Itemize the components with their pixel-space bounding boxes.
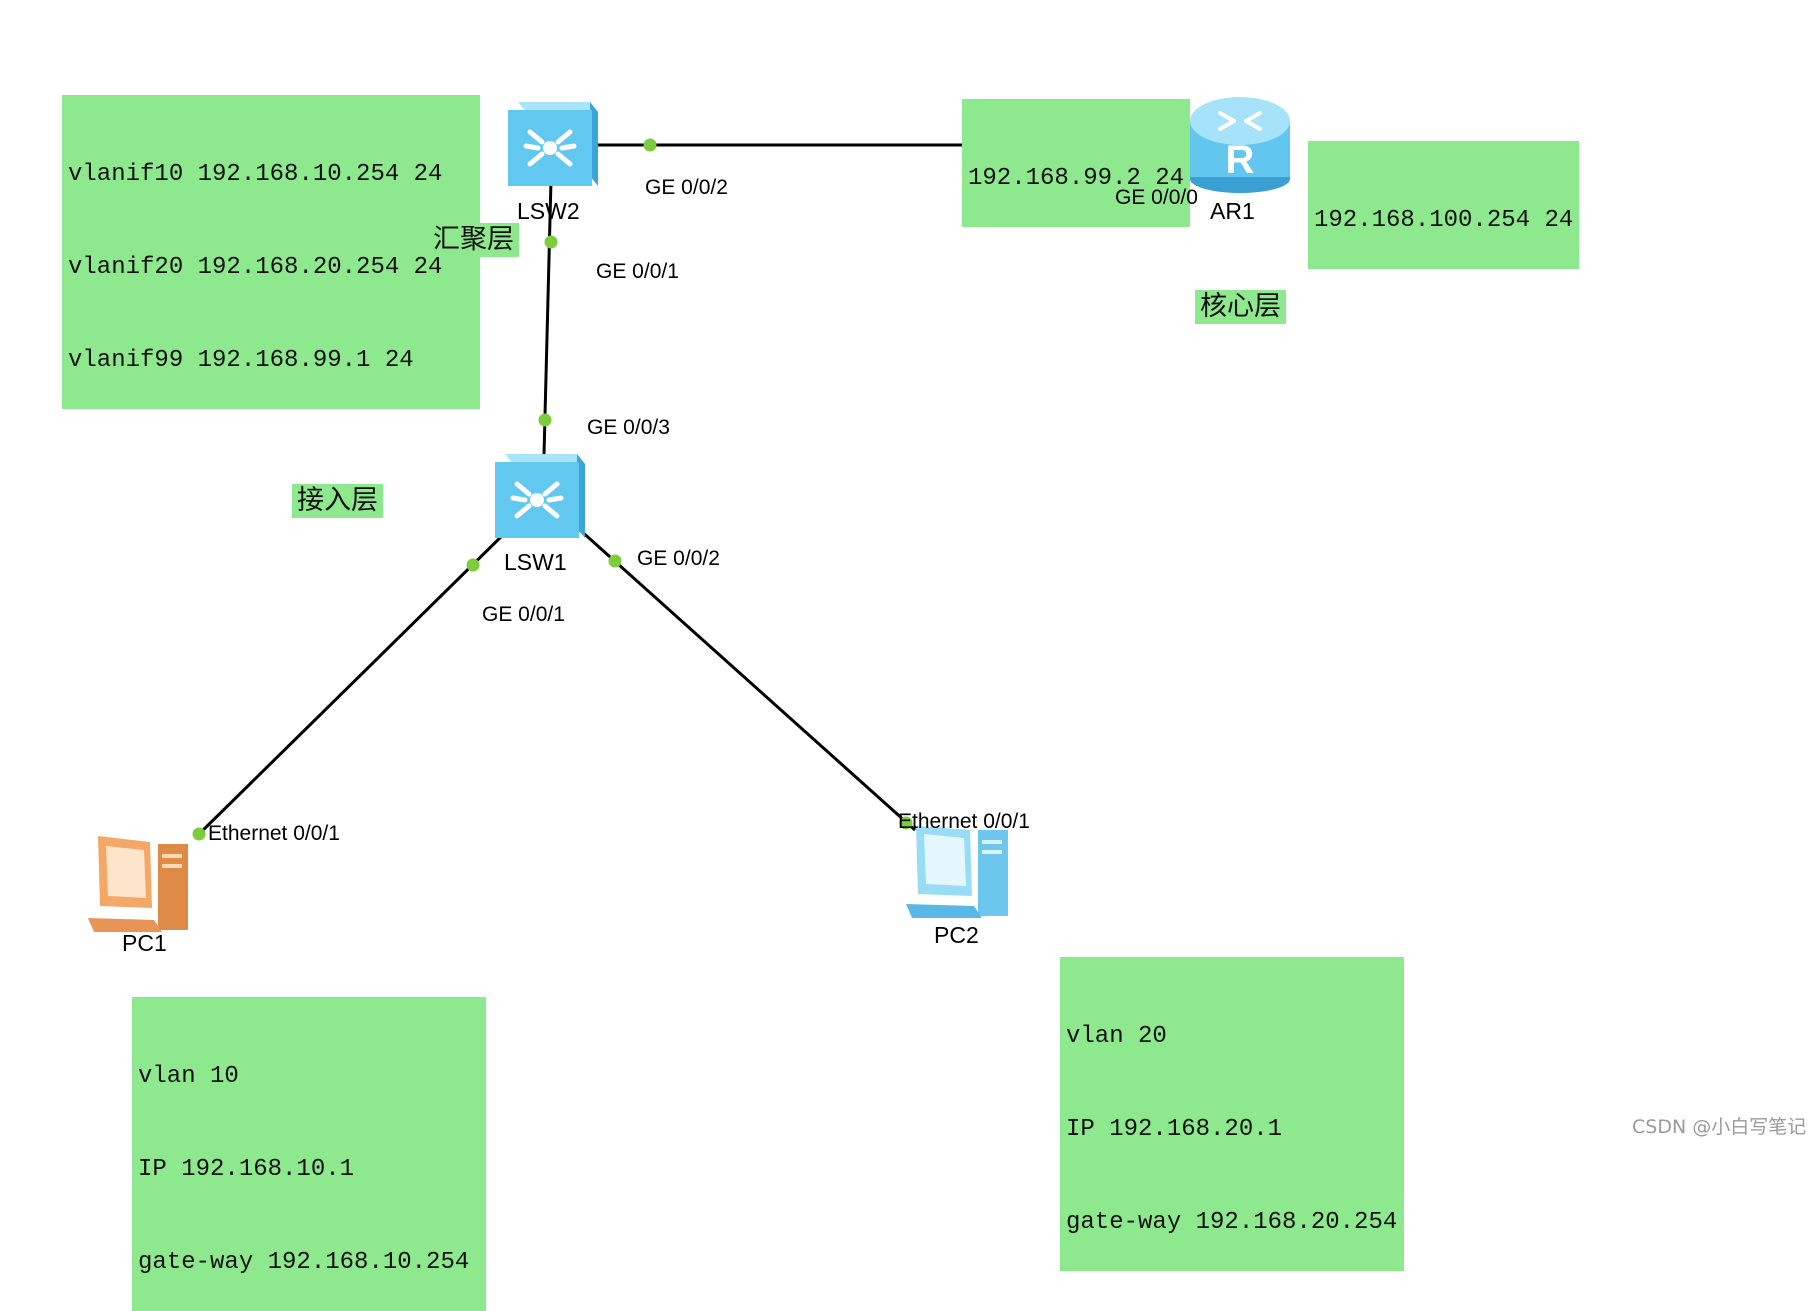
port-dot-lsw2-ge001 [544,235,558,249]
pc2-label: PC2 [934,922,979,948]
note-line: vlanif20 192.168.20.254 24 [68,254,443,281]
port-dot-pc2-eth [899,816,913,830]
lsw2-vlanif-note: vlanif10 192.168.10.254 24 vlanif20 192.… [62,95,480,409]
pc2-eth-label: Ethernet 0/0/1 [898,810,1030,833]
ar1-lan-ip-note: 192.168.100.254 24 [1308,141,1580,269]
ar1-label: AR1 [1210,198,1255,224]
lsw1-switch-icon[interactable] [495,454,585,538]
lsw1-ge002-label: GE 0/0/2 [637,547,720,570]
lsw2-ge001-label: GE 0/0/1 [596,260,679,283]
lsw1-ge001-label: GE 0/0/1 [482,603,565,626]
port-dot-lsw1-ge003 [538,413,552,427]
lsw2-label: LSW2 [517,198,580,224]
note-line: 192.168.99.2 24 [968,165,1185,192]
aggregation-layer-label: 汇聚层 [428,223,519,257]
pc1-eth-label: Ethernet 0/0/1 [208,822,340,845]
port-dot-lsw2-ge002 [643,138,657,152]
port-dots [192,138,1171,841]
pc1-label: PC1 [122,930,167,956]
port-dot-pc1-eth [192,827,206,841]
access-layer-label: 接入层 [292,484,383,518]
core-layer-label: 核心层 [1195,290,1286,324]
link-lsw2-lsw1[interactable] [542,179,553,456]
note-line: 192.168.100.254 24 [1314,207,1574,234]
link-lsw1-pc1[interactable] [193,528,510,840]
port-dot-lsw1-ge001 [466,558,480,572]
lsw2-ge002-label: GE 0/0/2 [645,176,728,199]
lsw2-switch-icon[interactable] [508,102,598,186]
note-line: vlan 10 [138,1063,239,1090]
svg-text:R: R [1226,138,1255,182]
lsw1-ge003-label: GE 0/0/3 [587,416,670,439]
note-line: vlan 20 [1066,1023,1167,1050]
lsw1-label: LSW1 [504,549,567,575]
ar1-uplink-ip-note: 192.168.99.2 24 [962,99,1191,227]
pc2-config-note: vlan 20 IP 192.168.20.1 gate-way 192.168… [1060,957,1404,1271]
watermark: CSDN @小白写笔记 [1632,1116,1807,1138]
pc1-config-note: vlan 10 IP 192.168.10.1 gate-way 192.168… [132,997,486,1311]
note-line: IP 192.168.20.1 [1066,1116,1283,1143]
ar1-router-icon[interactable]: R [1190,97,1290,193]
note-line: IP 192.168.10.1 [138,1156,355,1183]
note-line: gate-way 192.168.20.254 [1066,1209,1398,1236]
ar1-ge000-label: GE 0/0/0 [1115,186,1198,209]
pc2-pc-icon[interactable] [906,826,1008,918]
topology-diagram: R [88,97,1290,932]
link-lsw1-pc2[interactable] [578,528,917,832]
note-line: vlanif10 192.168.10.254 24 [68,161,443,188]
port-dot-lsw1-ge002 [608,554,622,568]
pc1-pc-icon[interactable] [88,836,188,932]
note-line: vlanif99 192.168.99.1 24 [68,347,414,374]
note-line: gate-way 192.168.10.254 [138,1249,470,1276]
